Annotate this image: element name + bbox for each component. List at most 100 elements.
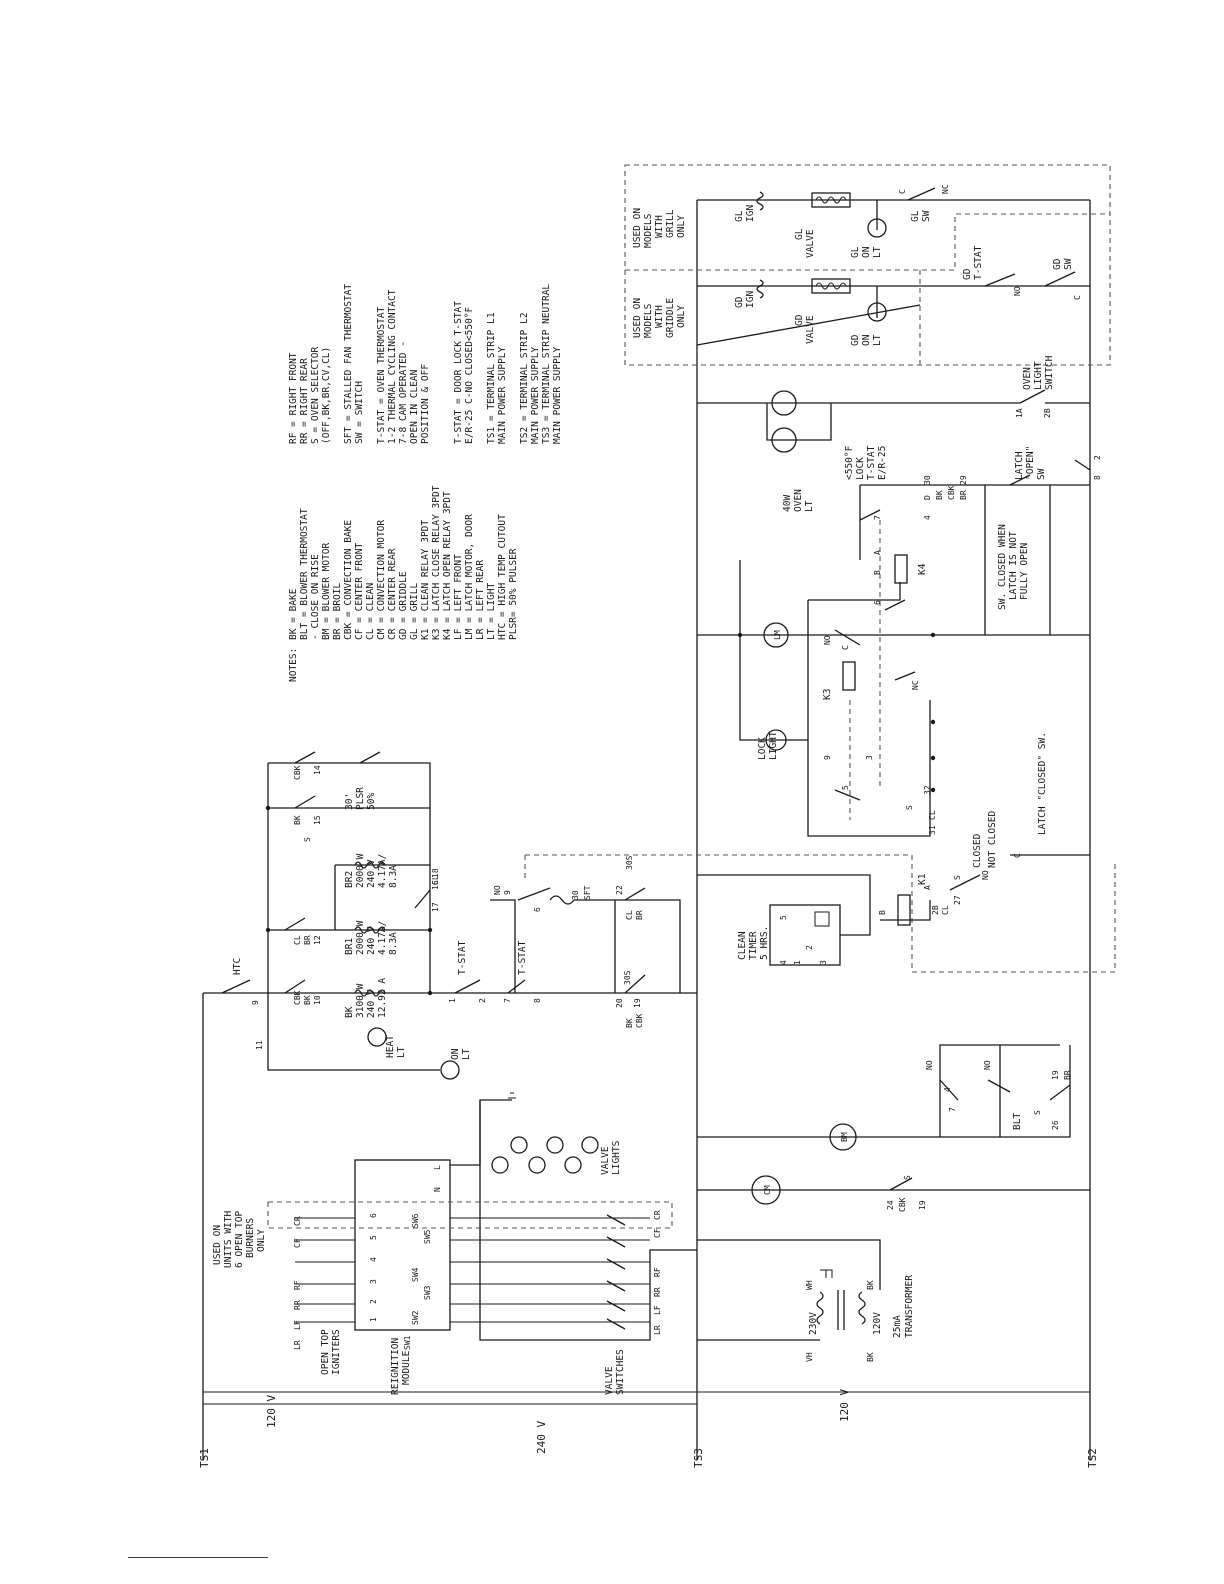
blower-motor-icon [829, 1123, 857, 1151]
svg-text:TRANSFORMER: TRANSFORMER [904, 1275, 915, 1338]
svg-text:NO: NO [823, 635, 832, 645]
svg-text:GRIDDLE: GRIDDLE [665, 298, 676, 338]
svg-text:SW. CLOSED WHEN: SW. CLOSED WHEN [997, 524, 1008, 610]
svg-text:6: 6 [369, 1213, 378, 1218]
htc-label: HTC [232, 958, 243, 975]
svg-text:2B: 2B [931, 905, 940, 915]
htc-switch [221, 979, 251, 994]
tstat-1-2-contact [454, 979, 481, 994]
svg-text:CLOSED: CLOSED [972, 833, 983, 868]
svg-text:T-STAT = OVEN THERMOSTAT: T-STAT = OVEN THERMOSTAT [376, 306, 387, 444]
svg-text:T-STAT: T-STAT [457, 940, 468, 975]
svg-text:30: 30 [923, 475, 932, 485]
svg-text:BURNERS: BURNERS [245, 1218, 256, 1258]
svg-text:LIGHT: LIGHT [1033, 361, 1044, 390]
svg-text:12: 12 [313, 935, 322, 945]
griddle-tstat-switch [984, 273, 1016, 287]
grill-griddle-section: USED ON MODELS WITH GRILL ONLY GL IGN GL… [624, 164, 1111, 366]
latch-open-switch [1009, 474, 1031, 486]
latch-motor-icon [763, 622, 789, 648]
svg-text:NOT CLOSED: NOT CLOSED [987, 811, 998, 868]
svg-text:4: 4 [779, 960, 788, 965]
svg-text:4.17A/: 4.17A/ [377, 921, 388, 955]
svg-text:USED ON: USED ON [212, 1225, 223, 1265]
svg-text:C: C [898, 189, 907, 194]
sft-thermostat [549, 895, 575, 905]
svg-text:9: 9 [503, 890, 512, 895]
svg-text:<550°F: <550°F [844, 445, 855, 480]
svg-text:8: 8 [533, 998, 542, 1003]
valve-light-icon [491, 1156, 509, 1174]
valve-light-icon [510, 1136, 528, 1154]
svg-text:7-8 CAM OPERATED -: 7-8 CAM OPERATED - [398, 341, 409, 444]
svg-text:K1 = CLEAN RELAY 3PDT: K1 = CLEAN RELAY 3PDT [420, 520, 431, 640]
svg-text:LF: LF [653, 1305, 662, 1315]
oven-light-switch [1019, 389, 1046, 404]
svg-text:LR: LR [653, 1325, 662, 1335]
svg-text:LOCK: LOCK [855, 457, 866, 480]
svg-text:240 V: 240 V [366, 989, 377, 1018]
svg-text:LT: LT [872, 246, 883, 258]
svg-text:ON: ON [450, 1048, 461, 1060]
bake-element [354, 989, 386, 997]
ts1-label: TS1 [198, 1448, 211, 1468]
svg-text:BR: BR [959, 490, 968, 500]
pulser-switch [359, 751, 381, 764]
svg-text:S: S [1033, 1110, 1042, 1115]
svg-text:MAIN POWER SUPPLY: MAIN POWER SUPPLY [530, 346, 541, 444]
svg-text:VALVE: VALVE [604, 1366, 615, 1395]
svg-text:6 OPEN TOP: 6 OPEN TOP [234, 1211, 245, 1268]
valve-switch [606, 1214, 626, 1226]
door-lock-section: <550°F LOCK T-STAT E/R-25 LATCH "OPEN" S… [697, 445, 1102, 868]
broil-element-1 [354, 926, 386, 934]
svg-text:LT: LT [461, 1048, 472, 1060]
svg-text:GD: GD [962, 268, 973, 280]
k4-label: K4 [917, 563, 928, 575]
blower-circuit: BM BLT NO NO 4 7 19 26 BR S [697, 1044, 1072, 1151]
svg-text:30: 30 [571, 890, 580, 900]
svg-text:WITH: WITH [654, 215, 665, 238]
svg-text:GD = GRIDDLE: GD = GRIDDLE [398, 571, 409, 640]
svg-text:19: 19 [633, 998, 642, 1008]
svg-text:UNITS WITH: UNITS WITH [223, 1211, 234, 1268]
valve-switch [606, 1258, 626, 1270]
valve-switch [606, 1300, 626, 1312]
valve-light-icon [528, 1156, 546, 1174]
svg-text:OPEN IN CLEAN: OPEN IN CLEAN [409, 369, 420, 444]
svg-text:RF: RF [293, 1280, 302, 1290]
svg-text:K3 = LATCH CLOSE RELAY 3PDT: K3 = LATCH CLOSE RELAY 3PDT [431, 485, 442, 640]
svg-text:LATCH: LATCH [1014, 451, 1025, 480]
svg-text:"OPEN": "OPEN" [1025, 446, 1036, 480]
svg-text:POSITION & OFF: POSITION & OFF [420, 364, 431, 444]
svg-text:30': 30' [344, 793, 355, 810]
svg-text:CBK: CBK [635, 1013, 644, 1028]
svg-text:16: 16 [431, 880, 440, 890]
svg-text:7: 7 [503, 998, 512, 1003]
svg-text:18: 18 [431, 868, 440, 878]
svg-text:19: 19 [918, 1200, 927, 1210]
svg-text:N: N [433, 1187, 442, 1192]
convection-circuit: CM 24 CBK 19 S [697, 1175, 1090, 1212]
ts3-label: TS3 [692, 1448, 705, 1468]
svg-text:MODELS: MODELS [643, 213, 654, 248]
svg-text:LF = LEFT FRONT: LF = LEFT FRONT [453, 554, 464, 640]
svg-text:VALVE: VALVE [805, 229, 816, 258]
svg-text:5: 5 [369, 1235, 378, 1240]
svg-text:LR = LEFT REAR: LR = LEFT REAR [475, 560, 486, 640]
svg-text:SW2: SW2 [411, 1310, 420, 1325]
svg-text:CR = CENTER REAR: CR = CENTER REAR [387, 548, 398, 640]
svg-text:SW3: SW3 [423, 1285, 432, 1300]
svg-text:3: 3 [369, 1279, 378, 1284]
valve-light-icon [546, 1136, 564, 1154]
svg-text:CL: CL [928, 810, 937, 820]
svg-text:TS3 = TERMINAL STRIP NEUTRAL: TS3 = TERMINAL STRIP NEUTRAL [541, 284, 552, 444]
svg-text:TIMER: TIMER [748, 931, 759, 960]
svg-text:NO: NO [493, 885, 502, 895]
svg-text:LT: LT [396, 1046, 407, 1058]
svg-text:WITH: WITH [654, 305, 665, 328]
svg-text:CF: CF [293, 1238, 302, 1248]
svg-text:C: C [1013, 853, 1022, 858]
svg-text:6: 6 [533, 907, 542, 912]
transformer-section: 230V 120V 25mA TRANSFORMER WH BK VH BK [697, 1239, 915, 1362]
